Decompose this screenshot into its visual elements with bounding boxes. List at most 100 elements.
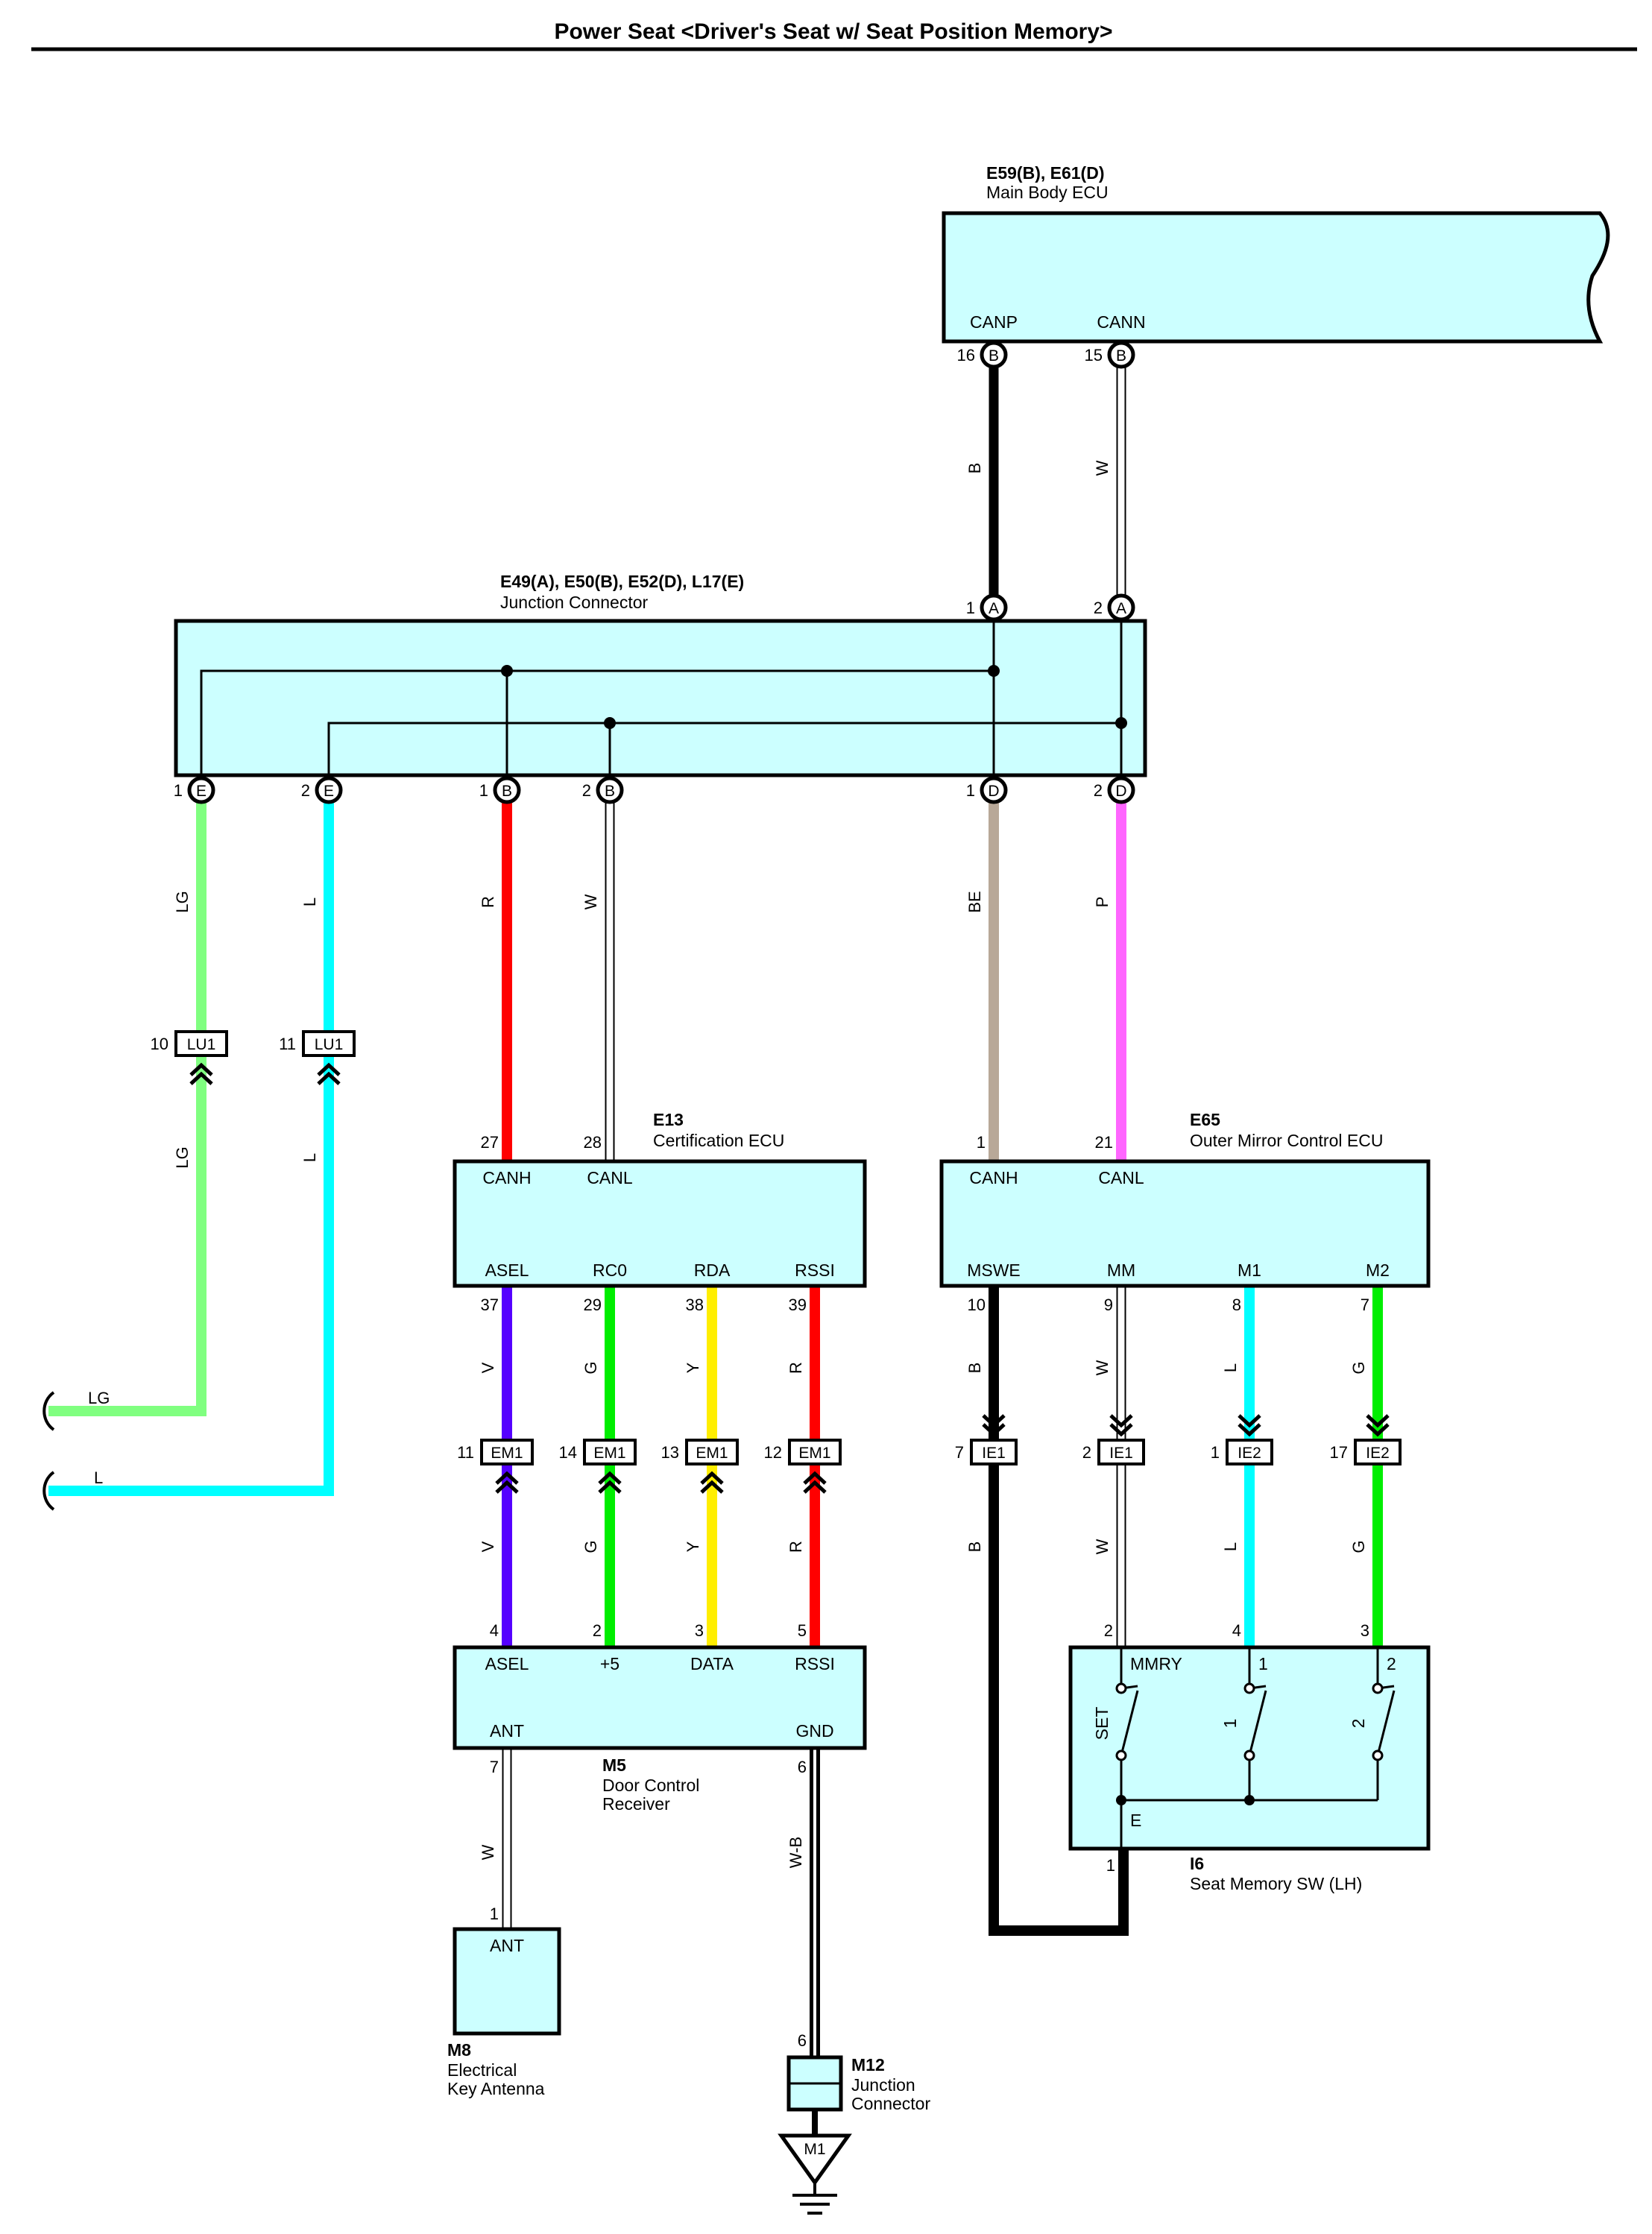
seat-memory-sw-code: I6	[1190, 1854, 1204, 1873]
svg-text:7: 7	[955, 1443, 964, 1462]
svg-text:A: A	[989, 600, 999, 617]
svg-text:M1: M1	[804, 2141, 825, 2158]
svg-text:ASEL: ASEL	[485, 1260, 529, 1280]
svg-text:E: E	[1130, 1811, 1141, 1830]
svg-text:1: 1	[977, 1133, 986, 1152]
connector-lu1-11: LU1 11	[279, 1030, 356, 1084]
outer-mirror-ecu: E65 Outer Mirror Control ECU 1 21 CANH C…	[939, 1110, 1431, 1314]
svg-text:29: 29	[584, 1296, 602, 1314]
ground-point-triangle	[778, 2133, 852, 2186]
svg-text:G: G	[1349, 1361, 1368, 1374]
svg-text:M2: M2	[1366, 1260, 1390, 1280]
svg-text:1: 1	[966, 599, 975, 617]
svg-text:1: 1	[1106, 1856, 1115, 1875]
main-body-ecu: E59(B), E61(D) Main Body ECU CANP CANN B…	[942, 163, 1610, 369]
svg-text:11: 11	[457, 1443, 474, 1462]
connector-em1-12: EM1 12	[764, 1439, 842, 1492]
svg-text:2: 2	[1387, 1654, 1396, 1673]
svg-text:IE2: IE2	[1366, 1445, 1390, 1462]
svg-text:15: 15	[1085, 346, 1103, 365]
svg-text:1: 1	[1220, 1719, 1240, 1729]
svg-text:B: B	[605, 783, 615, 800]
seat-memory-sw-name: Seat Memory SW (LH)	[1190, 1874, 1362, 1893]
svg-text:EM1: EM1	[593, 1445, 625, 1462]
svg-text:7: 7	[490, 1758, 499, 1776]
svg-text:A: A	[1116, 600, 1126, 617]
certification-ecu-name: Certification ECU	[653, 1131, 784, 1150]
svg-text:2: 2	[1104, 1621, 1113, 1640]
svg-text:Receiver: Receiver	[602, 1794, 670, 1814]
connector-lu1-10: LU1 10	[151, 1030, 228, 1084]
svg-text:ASEL: ASEL	[485, 1654, 529, 1673]
svg-text:1: 1	[490, 1905, 499, 1923]
wire-l	[48, 790, 334, 1496]
svg-text:2: 2	[1082, 1443, 1091, 1462]
svg-text:CANL: CANL	[587, 1168, 633, 1187]
svg-text:IE2: IE2	[1238, 1445, 1261, 1462]
svg-text:4: 4	[490, 1621, 499, 1640]
svg-text:LU1: LU1	[315, 1036, 344, 1053]
svg-text:E: E	[196, 783, 206, 800]
svg-text:GND: GND	[795, 1721, 833, 1741]
svg-text:B: B	[502, 783, 512, 800]
svg-text:5: 5	[798, 1621, 807, 1640]
svg-text:IE1: IE1	[1109, 1445, 1133, 1462]
outer-mirror-ecu-name: Outer Mirror Control ECU	[1190, 1131, 1383, 1150]
svg-text:W: W	[479, 1844, 497, 1860]
svg-text:L: L	[1221, 1363, 1240, 1372]
svg-text:28: 28	[584, 1133, 602, 1152]
svg-text:9: 9	[1104, 1296, 1113, 1314]
junction-connector: E49(A), E50(B), E52(D), L17(E) Junction …	[174, 572, 1147, 804]
svg-text:1: 1	[1258, 1654, 1268, 1673]
svg-text:R: R	[786, 1362, 805, 1374]
svg-text:CANL: CANL	[1098, 1168, 1144, 1187]
svg-text:6: 6	[798, 1758, 807, 1776]
svg-text:LU1: LU1	[187, 1036, 216, 1053]
offpage-break-l	[42, 1471, 55, 1511]
svg-text:12: 12	[764, 1443, 782, 1462]
svg-text:L: L	[300, 1153, 319, 1162]
junction-connector-m12: 6 M12 Junction Connector M1	[778, 2031, 930, 2215]
door-control-receiver-code: M5	[602, 1755, 626, 1775]
pin-cann	[1107, 341, 1135, 369]
svg-text:B: B	[989, 347, 999, 365]
door-control-receiver: 4 2 3 5 ASEL +5 DATA RSSI ANT GND 7 6 M5…	[453, 1621, 867, 1814]
svg-text:L: L	[1221, 1542, 1240, 1551]
svg-text:W: W	[581, 894, 600, 909]
svg-text:Key Antenna: Key Antenna	[447, 2079, 545, 2098]
svg-text:LG: LG	[173, 891, 192, 912]
main-body-ecu-name: Main Body ECU	[986, 183, 1109, 202]
svg-text:V: V	[479, 1362, 497, 1373]
svg-text:16: 16	[957, 346, 975, 365]
svg-text:7: 7	[1361, 1296, 1369, 1314]
svg-text:4: 4	[1232, 1621, 1241, 1640]
svg-text:6: 6	[798, 2031, 807, 2050]
svg-text:L: L	[300, 897, 319, 906]
connector-em1-14: EM1 14	[559, 1439, 637, 1492]
wire-labels-lower: V G Y R B W L G V G Y R B W L G W W-B	[479, 1360, 1368, 1868]
svg-text:8: 8	[1232, 1296, 1241, 1314]
svg-text:21: 21	[1095, 1133, 1113, 1152]
svg-text:MM: MM	[1107, 1260, 1135, 1280]
svg-text:CANN: CANN	[1097, 312, 1145, 332]
offpage-label-lg: LG	[88, 1389, 110, 1407]
svg-text:E: E	[324, 783, 334, 800]
certification-ecu: E13 Certification ECU 27 28 CANH CANL AS…	[453, 1110, 867, 1314]
junction-connector-code: E49(A), E50(B), E52(D), L17(E)	[500, 572, 744, 591]
svg-text:3: 3	[695, 1621, 704, 1640]
svg-text:Y: Y	[684, 1362, 702, 1373]
svg-text:2: 2	[593, 1621, 602, 1640]
svg-text:27: 27	[481, 1133, 499, 1152]
svg-text:2: 2	[301, 781, 310, 800]
certification-ecu-code: E13	[653, 1110, 684, 1129]
svg-text:DATA: DATA	[690, 1654, 734, 1673]
svg-text:RDA: RDA	[694, 1260, 731, 1280]
svg-text:Door Control: Door Control	[602, 1776, 699, 1795]
svg-text:R: R	[786, 1541, 805, 1553]
svg-text:EM1: EM1	[491, 1445, 523, 1462]
wires	[48, 355, 1383, 2057]
connector-ie1-7: IE1 7	[955, 1416, 1018, 1465]
svg-text:B: B	[965, 1363, 984, 1374]
svg-text:B: B	[965, 1542, 984, 1553]
outer-mirror-ecu-code: E65	[1190, 1110, 1220, 1129]
